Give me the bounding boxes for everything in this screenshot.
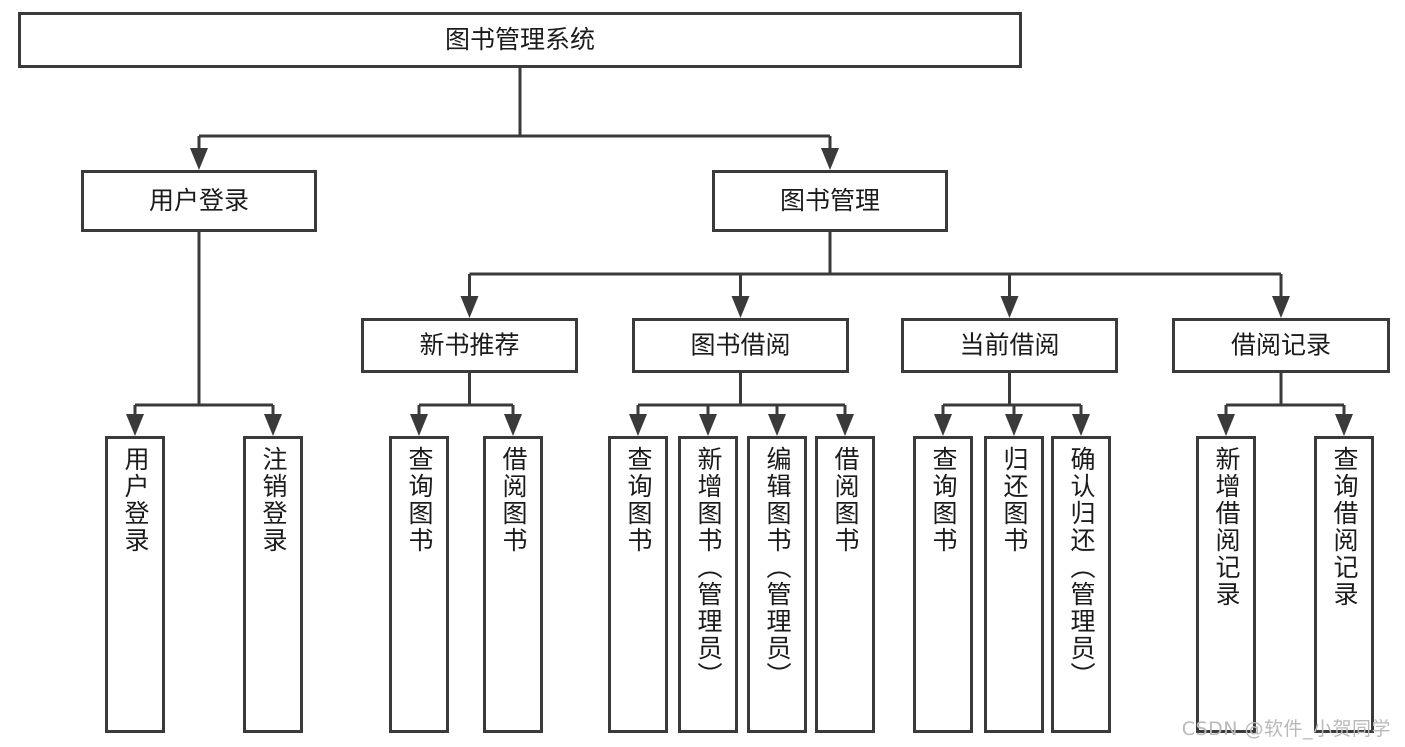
connector-arrow-5-2 xyxy=(1072,414,1090,436)
connector-arrow-3-1 xyxy=(504,414,522,436)
level2-node-box-0[interactable] xyxy=(81,170,317,232)
leaf-node-box-12[interactable] xyxy=(1314,436,1374,733)
leaf-node-box-3[interactable] xyxy=(483,436,543,733)
leaf-node-box-11[interactable] xyxy=(1196,436,1256,733)
connector-arrow-6-1 xyxy=(1335,414,1353,436)
leaf-node-box-9[interactable] xyxy=(984,436,1044,733)
level3-node-box-1[interactable] xyxy=(632,318,849,373)
connector-arrow-2-3 xyxy=(1272,296,1290,318)
leaf-node-box-0[interactable] xyxy=(105,436,165,733)
connector-arrow-6-0 xyxy=(1217,414,1235,436)
root-node-box[interactable] xyxy=(18,12,1022,68)
connector-arrow-0-0 xyxy=(190,148,208,170)
root-node-label: 图书管理系统 xyxy=(445,25,595,54)
level2-node-label-1: 图书管理 xyxy=(780,186,880,215)
connector-arrow-4-1 xyxy=(699,414,717,436)
leaf-node-box-7[interactable] xyxy=(815,436,875,733)
connector-layer xyxy=(126,68,1353,436)
level3-node-box-2[interactable] xyxy=(901,318,1118,373)
node-box-layer xyxy=(18,12,1390,733)
watermark: CSDN @软件_小贺同学 xyxy=(1181,718,1391,740)
leaf-node-box-6[interactable] xyxy=(747,436,807,733)
level3-node-box-0[interactable] xyxy=(361,318,578,373)
connector-arrow-1-1 xyxy=(264,414,282,436)
leaf-node-box-5[interactable] xyxy=(678,436,738,733)
connector-arrow-4-3 xyxy=(836,414,854,436)
connector-arrow-0-1 xyxy=(821,148,839,170)
level2-node-label-0: 用户登录 xyxy=(149,186,249,215)
connector-arrow-5-1 xyxy=(1005,414,1023,436)
leaf-node-box-4[interactable] xyxy=(608,436,668,733)
connector-arrow-2-0 xyxy=(460,296,479,318)
leaf-node-box-1[interactable] xyxy=(243,436,303,733)
level3-node-label-1: 图书借阅 xyxy=(690,331,790,360)
connector-arrow-4-0 xyxy=(629,414,647,436)
level3-node-box-3[interactable] xyxy=(1172,318,1390,373)
connector-arrow-2-2 xyxy=(1000,296,1019,318)
leaf-node-box-10[interactable] xyxy=(1051,436,1111,733)
level2-node-box-1[interactable] xyxy=(712,170,948,232)
connector-arrow-5-0 xyxy=(934,414,952,436)
level3-node-label-2: 当前借阅 xyxy=(959,331,1059,360)
level3-node-label-3: 借阅记录 xyxy=(1231,331,1331,360)
leaf-node-box-8[interactable] xyxy=(913,436,973,733)
leaf-node-box-2[interactable] xyxy=(389,436,449,733)
connector-arrow-3-0 xyxy=(410,414,428,436)
connector-arrow-1-0 xyxy=(126,414,144,436)
connector-arrow-2-1 xyxy=(731,296,750,318)
level3-node-label-0: 新书推荐 xyxy=(419,331,519,360)
connector-arrow-4-2 xyxy=(768,414,786,436)
